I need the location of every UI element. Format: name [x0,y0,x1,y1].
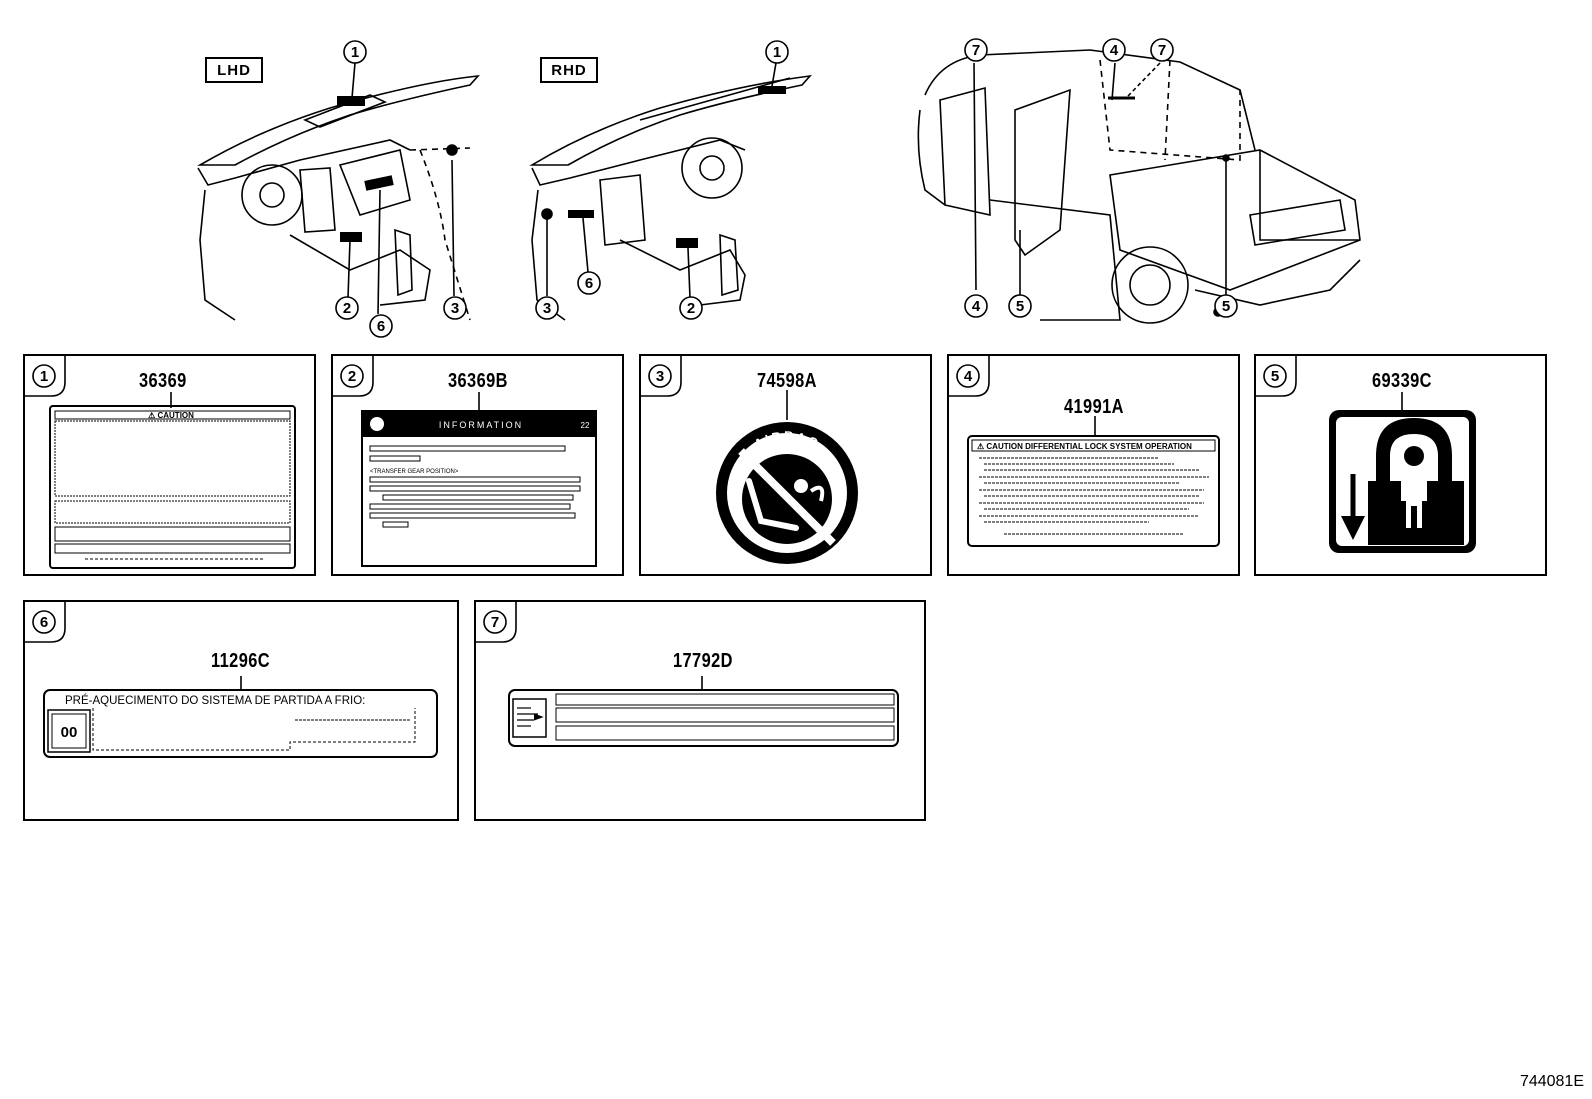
overview-callouts: 1 2 6 3 1 6 3 2 7 4 7 4 5 5 [335,38,1238,338]
svg-text:4: 4 [964,368,973,385]
svg-text:4: 4 [1110,42,1119,59]
part-number-3: 74598A [757,370,817,392]
callout-2-rhd: 2 [679,296,703,320]
svg-text:5: 5 [1016,298,1024,315]
svg-text:6: 6 [377,318,385,335]
svg-text:00: 00 [61,724,78,741]
vehicle-illustration [917,49,1361,324]
part-number-1: 36369 [139,370,187,392]
callout-1-lhd: 1 [343,40,367,64]
svg-text:AIRBAG: AIRBAG [751,428,822,452]
part-number-4: 41991A [1064,396,1124,418]
part-number-7: 17792D [673,650,733,672]
callout-3-rhd: 3 [535,296,559,320]
svg-text:2: 2 [687,300,695,317]
panel-1-graphic: 1 ⚠ CAUTION [25,356,296,569]
svg-text:2: 2 [348,368,356,385]
callout-5-vehicle-rear: 5 [1214,294,1238,318]
label-panel-1: 1 ⚠ CAUTION 36369 [23,354,316,576]
svg-text:6: 6 [40,614,48,631]
panel-7-graphic: 7 [476,602,899,747]
svg-text:22: 22 [581,421,590,430]
callout-7-vehicle-top: 7 [1150,38,1174,62]
callout-7-vehicle-front: 7 [964,38,988,62]
callout-6-lhd: 6 [369,314,393,338]
rhd-tag: RHD [540,57,598,83]
label-panel-3: 3 AIRBAG 74598A [639,354,932,576]
svg-text:3: 3 [656,368,664,385]
part-number-5: 69339C [1372,370,1432,392]
svg-text:6: 6 [585,275,593,292]
svg-text:3: 3 [543,300,551,317]
svg-text:INFORMATION: INFORMATION [439,420,523,430]
svg-text:⚠ CAUTION: ⚠ CAUTION [148,411,194,420]
svg-text:7: 7 [972,42,980,59]
document-number: 744081E [1519,1073,1584,1090]
label-panel-4: 4 ⚠ CAUTION DIFFERENTIAL LOCK SYSTEM OPE… [947,354,1240,576]
svg-text:4: 4 [972,298,981,315]
part-number-2: 36369B [448,370,508,392]
label-panel-7: 7 17792D [474,600,926,821]
callout-1-rhd: 1 [765,40,789,64]
svg-text:7: 7 [491,614,499,631]
rhd-dashboard-illustration [529,62,813,321]
panel-2-graphic: 2 INFORMATION 22 <TRANSFER GEAR POSITION… [333,356,597,567]
svg-text:1: 1 [351,44,359,61]
svg-text:3: 3 [451,300,459,317]
svg-text:5: 5 [1222,298,1230,315]
svg-text:1: 1 [40,368,48,385]
panel-4-graphic: 4 ⚠ CAUTION DIFFERENTIAL LOCK SYSTEM OPE… [949,356,1220,547]
svg-text:5: 5 [1271,368,1279,385]
label-panel-6: 6 PRÉ-AQUECIMENTO DO SISTEMA DE PARTIDA … [23,600,459,821]
overview-illustrations: 1 2 6 3 1 6 3 2 7 4 7 4 5 5 [197,38,1361,338]
svg-text:2: 2 [343,300,351,317]
callout-6-rhd: 6 [577,271,601,295]
lhd-tag: LHD [205,57,263,83]
callout-4-vehicle-bottom: 4 [964,294,988,318]
part-number-6: 11296C [211,650,271,672]
label-panel-5: 5 69339C [1254,354,1547,576]
callout-5-vehicle-door: 5 [1008,294,1032,318]
svg-text:7: 7 [1158,42,1166,59]
panel-6-graphic: 6 PRÉ-AQUECIMENTO DO SISTEMA DE PARTIDA … [25,602,438,758]
label-panel-2: 2 INFORMATION 22 <TRANSFER GEAR POSITION… [331,354,624,576]
panel-3-graphic: 3 AIRBAG [641,356,858,564]
lhd-dashboard-illustration [197,62,480,321]
callout-4-vehicle-top: 4 [1102,38,1126,62]
svg-text:⚠ CAUTION DIFFERENTIAL LOCK S: ⚠ CAUTION DIFFERENTIAL LOCK SYSTEM OPERA… [977,442,1192,451]
svg-text:PRÉ-AQUECIMENTO DO SISTEMA DE: PRÉ-AQUECIMENTO DO SISTEMA DE PARTIDA A … [65,694,365,707]
panel-5-graphic: 5 [1256,356,1476,553]
callout-2-lhd: 2 [335,296,359,320]
svg-text:<TRANSFER GEAR POSITION>: <TRANSFER GEAR POSITION> [370,469,459,475]
svg-text:1: 1 [773,44,781,61]
callout-3-lhd: 3 [443,296,467,320]
